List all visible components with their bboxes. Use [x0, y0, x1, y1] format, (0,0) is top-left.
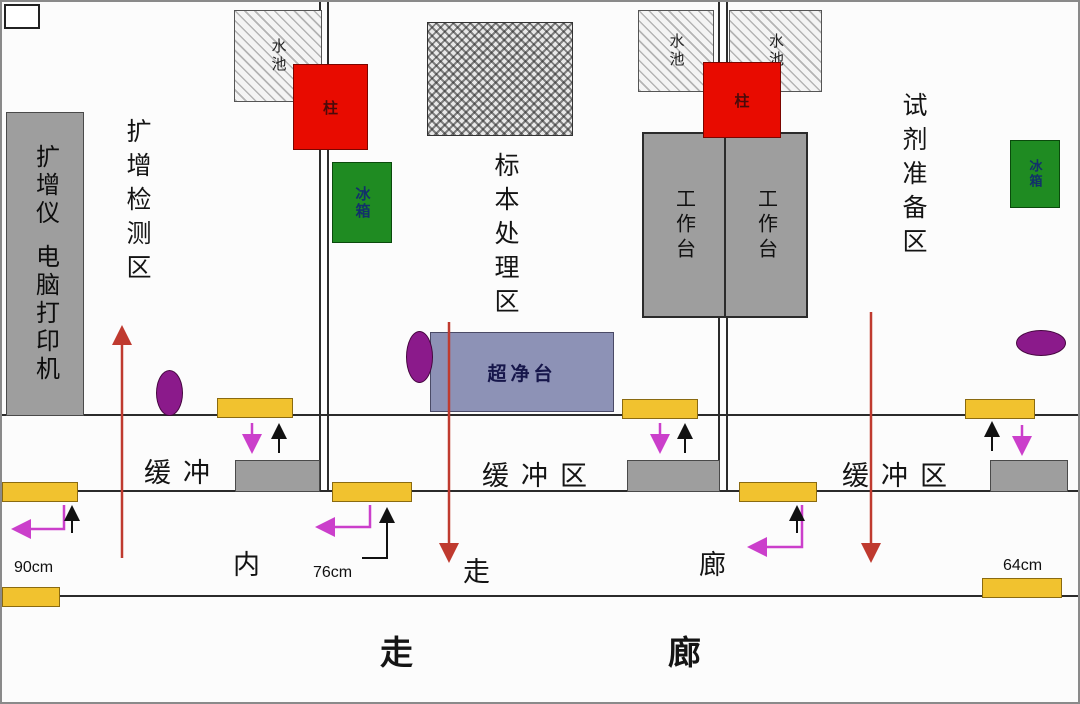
flow-arrow-magenta-corridor-right — [747, 505, 804, 557]
amplifier-label: 扩增仪 — [31, 144, 59, 228]
flow-arrow-black-corridor-left — [362, 507, 395, 559]
measurement-64cm: 64cm — [1003, 557, 1043, 574]
hatched-column-block — [427, 22, 573, 136]
sink-left-label: 水池 — [269, 38, 287, 74]
stool-right — [1016, 330, 1066, 356]
stool-left — [156, 370, 183, 416]
inner-corridor-char-2: 走 — [463, 557, 490, 587]
wall-buffer-bottom — [2, 490, 1078, 492]
column-box-right: 柱 — [703, 62, 781, 138]
door-corridor-far-left — [2, 482, 78, 502]
buffer-label-mid: 缓冲区 — [482, 461, 599, 491]
door-corridor-right — [739, 482, 817, 502]
column-right-label: 柱 — [734, 92, 750, 110]
buffer-table-mid — [627, 460, 720, 492]
zone-label-amplification: 扩增检测区 — [123, 118, 151, 288]
buffer-label-right: 缓冲区 — [842, 461, 959, 491]
buffer-label-left: 缓冲 — [144, 458, 222, 488]
door-corridor-left — [332, 482, 412, 502]
sink-left: 水池 — [234, 10, 322, 102]
fridge-left-label: 冰箱 — [353, 185, 371, 220]
buffer-table-right — [990, 460, 1068, 492]
buffer-table-left — [235, 460, 320, 492]
outer-corridor-char-2: 廊 — [668, 634, 701, 671]
door-buffer-mid — [622, 399, 698, 419]
outer-corridor-char-1: 走 — [380, 634, 413, 671]
zone-label-specimen: 标本处理区 — [491, 152, 519, 322]
amplifier-printer-cabinet: 扩增仪 电脑打印机 — [6, 112, 84, 416]
door-outer-left — [2, 587, 60, 607]
door-buffer-left — [217, 398, 293, 418]
workbench-left-label: 工作台 — [672, 187, 695, 263]
workbench-left: 工作台 — [644, 134, 724, 316]
flow-arrow-magenta-corridor-far-left — [11, 505, 66, 539]
column-left-label: 柱 — [322, 99, 338, 117]
workbench-double: 工作台 工作台 — [642, 132, 808, 318]
fridge-right-label: 冰箱 — [1027, 159, 1043, 189]
wall-vertical-left — [319, 2, 329, 492]
wall-buffer-top — [2, 414, 1078, 416]
workbench-right-label: 工作台 — [754, 187, 777, 263]
workbench-right: 工作台 — [724, 134, 806, 316]
clean-bench-label: 超净台 — [487, 363, 557, 385]
measurement-76cm: 76cm — [313, 564, 353, 581]
flow-arrow-magenta-corridor-left — [315, 505, 372, 537]
zone-label-reagent: 试剂准备区 — [899, 92, 927, 262]
corner-box — [4, 4, 40, 29]
wall-inner-corridor-bottom — [2, 595, 1078, 597]
clean-bench: 超净台 — [430, 332, 614, 412]
measurement-90cm: 90cm — [14, 559, 54, 576]
column-box-left: 柱 — [293, 64, 368, 150]
door-outer-right — [982, 578, 1062, 598]
stool-mid — [406, 331, 433, 383]
inner-corridor-char-3: 廊 — [699, 550, 726, 580]
sink-right-2-label: 水池 — [767, 33, 784, 69]
fridge-right: 冰箱 — [1010, 140, 1060, 208]
inner-corridor-char-1: 内 — [233, 550, 260, 580]
sink-right-1: 水池 — [638, 10, 714, 92]
computer-printer-label: 电脑打印机 — [31, 244, 59, 384]
sink-right-1-label: 水池 — [667, 33, 685, 69]
fridge-left: 冰箱 — [332, 162, 392, 243]
door-buffer-right — [965, 399, 1035, 419]
